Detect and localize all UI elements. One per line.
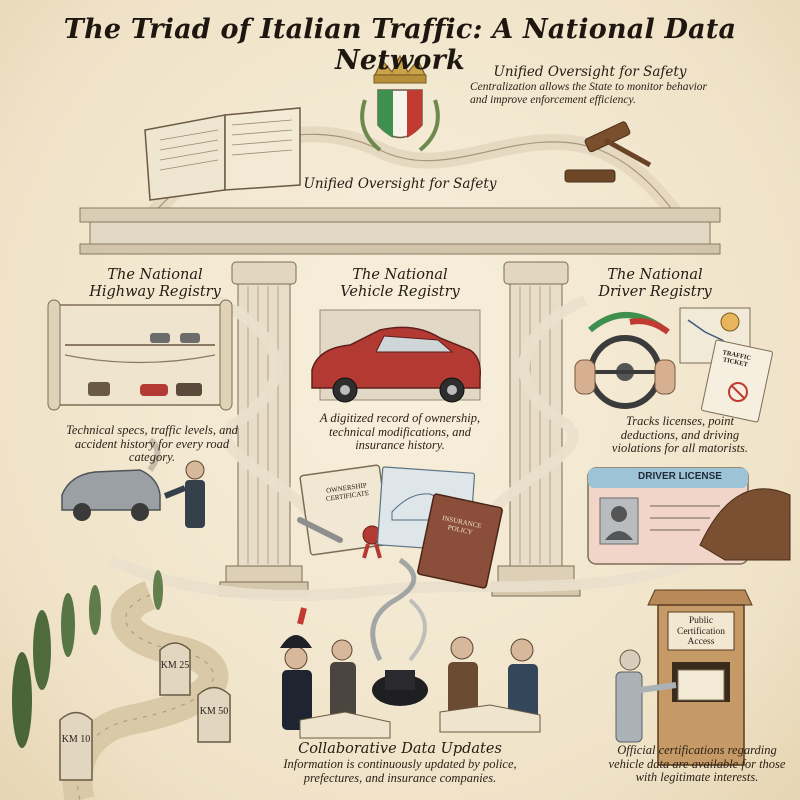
- traffic-ticket-icon: [701, 339, 773, 423]
- certification-booth-icon: [615, 589, 753, 766]
- oversight-center-label: Unified Oversight for Safety: [303, 176, 497, 192]
- driver-license-icon: [587, 467, 791, 565]
- insurance-policy-icon: [417, 493, 503, 589]
- vintage-car-icon: [311, 309, 482, 403]
- collaboration-heading: Collaborative Data Updates: [298, 741, 502, 757]
- certification-description: Official certifications regarding vehicl…: [608, 743, 786, 784]
- gavel-icon: [564, 121, 652, 183]
- pillar-description-driver: Tracks licenses, point deductions, and d…: [611, 414, 749, 455]
- oversight-heading: Unified Oversight for Safety: [493, 64, 687, 80]
- ribbon-wrap: [107, 295, 703, 602]
- pillar-heading-vehicle: The National Vehicle Registry: [340, 267, 460, 300]
- milestone-icons: [59, 642, 231, 781]
- steering-wheel-icon: [574, 312, 676, 409]
- collaboration-description: Information is continuously updated by p…: [283, 757, 517, 785]
- ledger-book-icon: [144, 107, 301, 201]
- pillar-description-vehicle: A digitized record of ownership, technic…: [319, 411, 481, 452]
- milestone-km25: KM 25: [160, 660, 190, 671]
- pillar-heading-driver: The National Driver Registry: [598, 267, 712, 300]
- oversight-description: Centralization allows the State to monit…: [470, 81, 708, 106]
- milestone-km10: KM 10: [61, 734, 91, 745]
- page-title: The Triad of Italian Traffic: A National…: [63, 14, 737, 76]
- booth-sign: Public Certification Access: [676, 616, 725, 647]
- milestone-km50: KM 50: [199, 706, 229, 717]
- highway-scroll: [47, 299, 233, 411]
- column-right: [491, 261, 581, 597]
- officials-group: [280, 607, 541, 739]
- entablature: [79, 207, 721, 255]
- accident-scene-icon: [61, 437, 205, 528]
- driver-license-label: DRIVER LICENSE: [638, 471, 722, 482]
- pillar-description-highway: Technical specs, traffic levels, and acc…: [66, 423, 238, 464]
- italian-crest-icon: [360, 54, 440, 152]
- pillar-heading-highway: The National Highway Registry: [89, 267, 221, 300]
- inkwell-icon: [370, 557, 428, 706]
- wrench-icon: [297, 517, 343, 543]
